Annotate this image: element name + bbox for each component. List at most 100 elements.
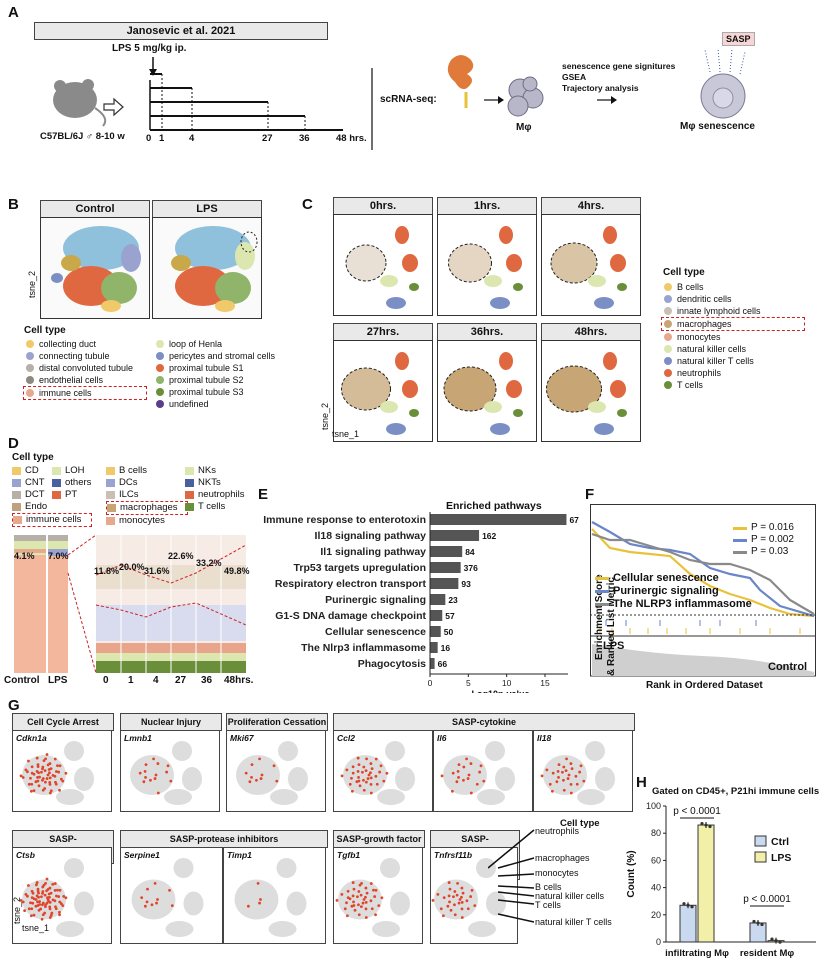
study-header: Janosevic et al. 2021 [34, 22, 328, 40]
neutrophil-cluster [402, 380, 418, 398]
b-legend-item: undefined [169, 399, 209, 409]
g-expr-dot [442, 896, 446, 900]
g-gene-name: Timp1 [227, 850, 252, 860]
e-category-label: The Nlrp3 inflammasome [301, 642, 426, 654]
g-cluster [486, 891, 506, 916]
g-expr-dot [346, 889, 350, 893]
g-expr-dot [259, 777, 263, 780]
g-expr-dot [153, 777, 157, 780]
g-expr-dot [351, 881, 355, 884]
d-legend-col3: B cells DCs ILCs macrophages monocytes [106, 465, 188, 527]
c-legend-item: natural killer T cells [677, 356, 754, 366]
d-legend-item: macrophages [120, 502, 178, 513]
g-expr-dot [479, 764, 483, 768]
g-expr-dot [53, 888, 57, 892]
g-feature-plot [340, 741, 415, 805]
c-legend-item: T cells [677, 380, 703, 390]
g-group-title: Proliferation Cessation [226, 713, 328, 731]
h-tick-label: 40 [651, 883, 661, 893]
g-expr-dot [453, 890, 457, 893]
g-expr-dot [555, 780, 559, 784]
t-cell-cluster [513, 409, 523, 417]
g-expr-dot [58, 888, 62, 892]
g-expr-dot [562, 778, 565, 782]
panel-f-label: F [585, 486, 595, 503]
h-point [690, 905, 694, 909]
g-cluster [468, 921, 496, 937]
g-legend-item: T cells [535, 900, 561, 910]
g-expr-dot [545, 768, 549, 772]
b-legend-right: loop of Henla pericytes and stromal cell… [156, 338, 275, 410]
g-expr-dot [256, 881, 260, 885]
e-count-label: 162 [482, 531, 496, 541]
g-expr-dot [566, 777, 570, 780]
g-expr-dot [36, 779, 40, 783]
g-expr-dot [54, 894, 58, 898]
g-gene-name: Lmnb1 [124, 733, 152, 743]
g-expr-dot [62, 894, 66, 898]
g-axis-y: tsne_2 [12, 896, 22, 924]
h-tick-label: 80 [651, 828, 661, 838]
g-expr-dot [369, 899, 373, 903]
g-feature-plot [131, 858, 204, 937]
g-cluster [595, 767, 615, 791]
g-expr-dot [27, 759, 30, 763]
e-bar [430, 530, 480, 541]
g-expr-dot [37, 771, 40, 775]
d-label-48: 48hrs. [224, 675, 254, 686]
neutrophil-cluster [499, 226, 513, 244]
g-expr-dot [452, 895, 455, 899]
e-tick-label: 5 [466, 678, 471, 688]
g-expr-dot [36, 765, 40, 769]
g-expr-dot [362, 898, 366, 901]
g-expr-dot [57, 770, 61, 774]
g-expr-dot [40, 917, 44, 921]
g-gene-name: Ctsb [16, 850, 35, 860]
g-expr-dot [369, 776, 373, 780]
e-count-label: 66 [438, 659, 448, 669]
g-expr-dot [29, 914, 33, 918]
g-expr-dot [246, 904, 250, 908]
g-expr-dot [38, 775, 41, 779]
g-expr-dot [365, 757, 368, 761]
g-expr-dot [562, 788, 566, 792]
g-expr-dot [449, 908, 453, 912]
d-stacked-bars [14, 534, 247, 674]
e-count-label: 67 [569, 515, 579, 525]
g-expr-dot [150, 903, 154, 907]
g-expr-dot [45, 877, 49, 881]
g-cluster [476, 858, 496, 878]
g-expr-dot [364, 780, 368, 784]
t-cell-cluster [617, 409, 627, 417]
d-pct-27: 22.6% [168, 551, 194, 561]
d-label-1: 1 [128, 675, 134, 686]
g-gene-name: Serpine1 [124, 850, 160, 860]
neutrophil-cluster [610, 380, 626, 398]
g-cluster [276, 858, 297, 878]
g-expr-dot [37, 895, 40, 899]
g-expr-dot [58, 788, 61, 792]
h-tick-label: 100 [646, 801, 661, 811]
g-expr-dot [26, 770, 29, 774]
g-expr-dot [455, 893, 459, 897]
nkt-cluster [594, 297, 614, 309]
g-expr-dot [46, 896, 49, 900]
g-expr-dot [156, 762, 160, 765]
d-label-27: 27 [175, 675, 187, 686]
g-legend-leaders [488, 829, 535, 923]
g-cluster [443, 755, 487, 795]
g-expr-dot [374, 757, 378, 761]
b-legend-left: collecting duct connecting tubule distal… [23, 338, 147, 400]
c-panel-title: 27hrs. [333, 323, 433, 341]
t-cell-cluster [409, 409, 419, 417]
f-pval: P = 0.016 [751, 522, 794, 533]
c-tsne-panel [333, 214, 433, 316]
neutrophil-cluster [610, 254, 626, 272]
g-cluster [22, 755, 66, 795]
h-point [756, 921, 760, 925]
b-legend-item: proximal tubule S2 [169, 375, 244, 385]
b-legend-item: proximal tubule S1 [169, 363, 244, 373]
e-bar [430, 658, 435, 669]
e-count-label: 376 [464, 563, 478, 573]
g-expr-dot [470, 888, 474, 892]
